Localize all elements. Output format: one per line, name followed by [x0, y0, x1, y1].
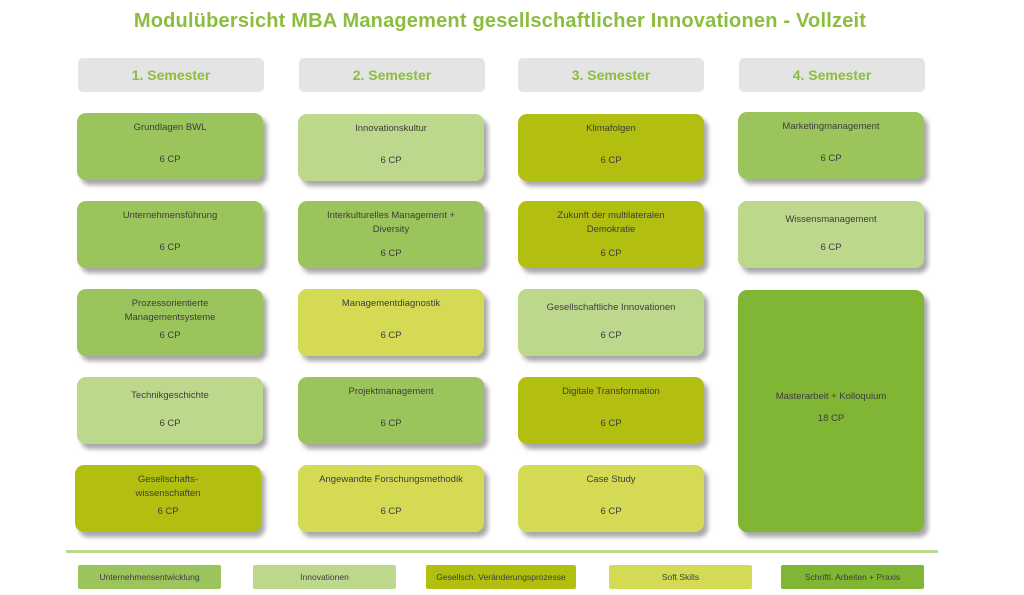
module-technikgeschichte: Technikgeschichte 6 CP — [77, 377, 263, 444]
legend-soft-skills: Soft Skills — [609, 565, 752, 589]
module-credits: 6 CP — [600, 330, 622, 341]
module-credits: 6 CP — [600, 155, 622, 166]
page-title: Modulübersicht MBA Management gesellscha… — [133, 10, 867, 32]
legend-divider — [66, 550, 938, 553]
module-credits: 6 CP — [820, 153, 842, 164]
module-gesellschaftliche-innovationen: Gesellschaftliche Innovationen 6 CP — [518, 289, 704, 356]
module-name: Zukunft der multilateralen Demokratie — [557, 210, 665, 235]
module-credits: 18 CP — [817, 413, 845, 424]
semester-header-1: 1. Semester — [78, 58, 264, 92]
module-klimafolgen: Klimafolgen 6 CP — [518, 114, 704, 181]
module-name: Projektmanagement — [348, 386, 434, 397]
module-gesellschaftswissenschaften: Gesellschafts-wissenschaften 6 CP — [75, 465, 261, 532]
module-case-study: Case Study 6 CP — [518, 465, 704, 532]
module-grundlagen-bwl: Grundlagen BWL 6 CP — [77, 113, 263, 180]
module-name: Managementdiagnostik — [341, 298, 441, 309]
module-credits: 6 CP — [820, 242, 842, 253]
module-name: Case Study — [586, 474, 636, 485]
module-credits: 6 CP — [600, 248, 622, 259]
legend-praxis: Schriftl. Arbeiten + Praxis — [781, 565, 924, 589]
module-name: Innovationskultur — [355, 123, 427, 134]
semester-header-2: 2. Semester — [299, 58, 485, 92]
module-name: Prozessorientierte Managementsysteme — [124, 298, 216, 323]
module-name: Unternehmensführung — [122, 210, 218, 221]
module-marketingmanagement: Marketingmanagement 6 CP — [738, 112, 924, 179]
module-innovationskultur: Innovationskultur 6 CP — [298, 114, 484, 181]
module-name: Masterarbeit + Kolloquium — [775, 391, 887, 402]
module-credits: 6 CP — [380, 155, 402, 166]
module-masterarbeit-kolloquium: Masterarbeit + Kolloquium 18 CP — [738, 290, 924, 532]
module-credits: 6 CP — [159, 242, 181, 253]
module-name: Klimafolgen — [586, 123, 636, 134]
module-interkulturelles-management: Interkulturelles Management + Diversity … — [298, 201, 484, 268]
module-credits: 6 CP — [380, 418, 402, 429]
module-projektmanagement: Projektmanagement 6 CP — [298, 377, 484, 444]
module-credits: 6 CP — [159, 154, 181, 165]
legend-veraenderungsprozesse: Gesellsch. Veränderungsprozesse — [426, 565, 576, 589]
module-name: Technikgeschichte — [131, 390, 209, 401]
module-credits: 6 CP — [380, 506, 402, 517]
module-name: Marketingmanagement — [782, 121, 880, 132]
module-credits: 6 CP — [157, 506, 179, 517]
module-credits: 6 CP — [600, 418, 622, 429]
module-credits: 6 CP — [159, 418, 181, 429]
legend-innovationen: Innovationen — [253, 565, 396, 589]
module-name: Angewandte Forschungsmethodik — [319, 474, 463, 485]
module-wissensmanagement: Wissensmanagement 6 CP — [738, 201, 924, 268]
module-unternehmensfuehrung: Unternehmensführung 6 CP — [77, 201, 263, 268]
semester-header-3: 3. Semester — [518, 58, 704, 92]
module-name: Wissensmanagement — [785, 214, 877, 225]
module-zukunft-demokratie: Zukunft der multilateralen Demokratie 6 … — [518, 201, 704, 268]
module-credits: 6 CP — [380, 248, 402, 259]
legend-unternehmensentwicklung: Unternehmensentwicklung — [78, 565, 221, 589]
module-managementdiagnostik: Managementdiagnostik 6 CP — [298, 289, 484, 356]
module-name: Gesellschafts-wissenschaften — [135, 474, 201, 499]
module-credits: 6 CP — [380, 330, 402, 341]
module-credits: 6 CP — [600, 506, 622, 517]
module-digitale-transformation: Digitale Transformation 6 CP — [518, 377, 704, 444]
semester-header-4: 4. Semester — [739, 58, 925, 92]
module-prozessorientierte-managementsysteme: Prozessorientierte Managementsysteme 6 C… — [77, 289, 263, 356]
module-name: Grundlagen BWL — [133, 122, 207, 133]
module-name: Gesellschaftliche Innovationen — [546, 302, 676, 313]
module-name: Interkulturelles Management + Diversity — [326, 210, 456, 235]
module-name: Digitale Transformation — [562, 386, 660, 397]
module-angewandte-forschungsmethodik: Angewandte Forschungsmethodik 6 CP — [298, 465, 484, 532]
module-credits: 6 CP — [159, 330, 181, 341]
